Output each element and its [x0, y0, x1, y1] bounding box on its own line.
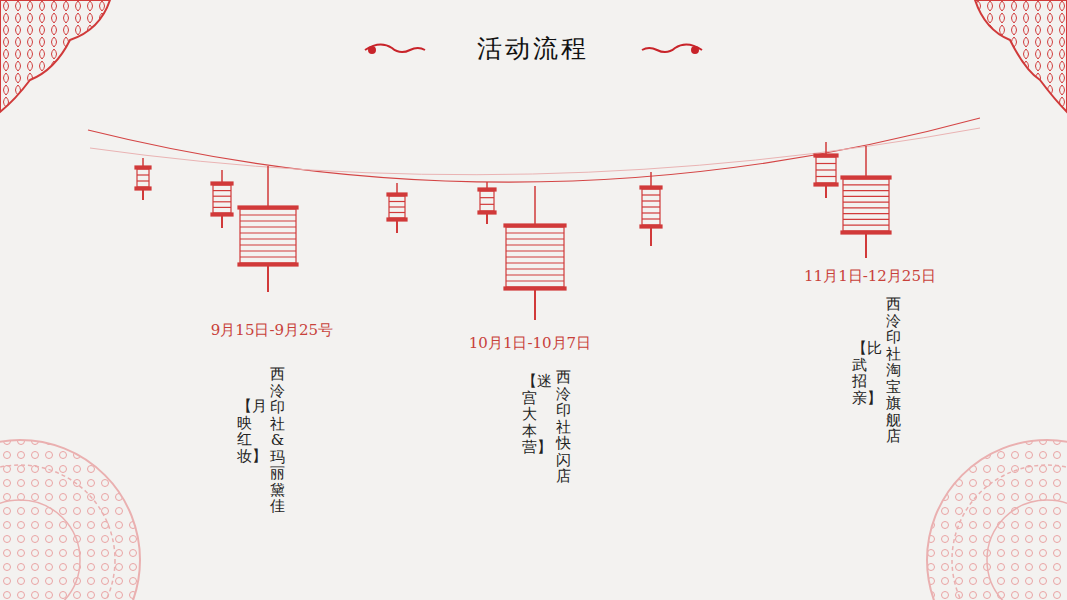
- event-name: 【比武招亲】: [852, 340, 867, 406]
- lantern: [135, 158, 151, 200]
- venue-label: 西泠印社&玛丽黛佳: [270, 366, 285, 515]
- date-label: 9月15日-9月25号: [211, 321, 333, 340]
- lantern: [504, 186, 566, 320]
- lantern-string: [88, 118, 980, 182]
- date-label: 10月1日-10月7日: [469, 334, 591, 353]
- lantern: [841, 146, 891, 258]
- lantern: [211, 170, 233, 228]
- page-title: 活动流程: [477, 32, 589, 65]
- date-label: 11月1日-12月25日: [804, 267, 936, 286]
- lantern: [238, 166, 298, 292]
- corner-ornament: [0, 0, 1067, 112]
- venue-label: 西泠印社淘宝旗舰店: [886, 296, 901, 445]
- lantern: [814, 142, 838, 198]
- lantern-string: [90, 128, 980, 175]
- lantern: [387, 183, 407, 233]
- corner-mandala: [0, 440, 1067, 600]
- venue-label: 西泠印社快闪店: [556, 369, 571, 485]
- event-name: 【迷宫大本营】: [522, 373, 537, 456]
- lantern: [640, 172, 662, 246]
- event-name: 【月映红妆】: [237, 398, 252, 464]
- lantern: [478, 182, 496, 224]
